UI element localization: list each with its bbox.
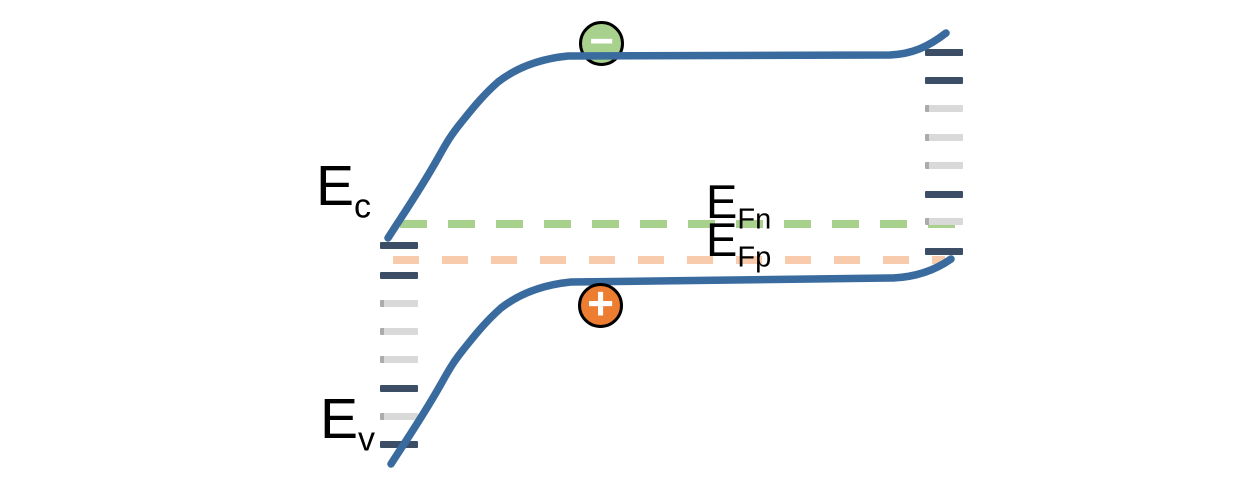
hole-quasi-fermi-line (393, 256, 945, 264)
dark-energy-level (380, 441, 418, 448)
hole-marker: + (578, 276, 623, 329)
dark-energy-level (925, 191, 963, 198)
electron-quasi-fermi-line (400, 220, 956, 228)
gray-energy-level (380, 328, 418, 335)
gray-energy-level (925, 105, 963, 112)
dark-energy-level (380, 272, 418, 279)
gray-energy-level (925, 162, 963, 169)
gray-energy-level (380, 356, 418, 363)
dark-energy-level (925, 77, 963, 84)
dark-energy-level (925, 248, 963, 255)
right-level-ladder (925, 0, 963, 490)
gray-energy-level (925, 134, 963, 141)
valence-band-curve (387, 255, 955, 468)
hole-quasi-fermi-label: EFp (706, 213, 772, 274)
dark-energy-level (380, 242, 418, 249)
dark-energy-level (925, 49, 963, 56)
electron-quasi-fermi-label: EFn (706, 175, 772, 236)
gray-energy-level (925, 218, 963, 225)
gray-energy-level (380, 413, 418, 420)
left-level-ladder (380, 0, 418, 490)
dark-energy-level (380, 385, 418, 392)
gray-energy-level (380, 300, 418, 307)
valence-band-label: Ev (320, 387, 376, 459)
conduction-band-curve (384, 29, 950, 242)
plus-icon: + (587, 276, 614, 329)
conduction-band-label: Ec (316, 154, 372, 226)
